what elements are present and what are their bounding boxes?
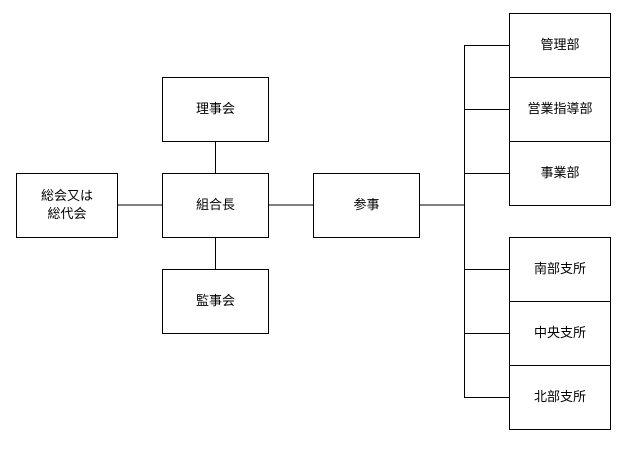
president-box: 組合長 — [162, 173, 269, 238]
branch-central-box: 中央支所 — [509, 301, 611, 366]
dept-business-box: 事業部 — [509, 141, 611, 206]
board-box: 理事会 — [162, 77, 269, 142]
general-assembly-box: 総会又は 総代会 — [16, 173, 118, 238]
branch-south-box: 南部支所 — [509, 237, 611, 302]
dept-management-box: 管理部 — [509, 13, 611, 78]
branch-north-box: 北部支所 — [509, 365, 611, 430]
dept-sales-guidance-box: 営業指導部 — [509, 77, 611, 142]
auditors-box: 監事会 — [162, 269, 269, 334]
councilor-box: 参事 — [313, 173, 420, 238]
